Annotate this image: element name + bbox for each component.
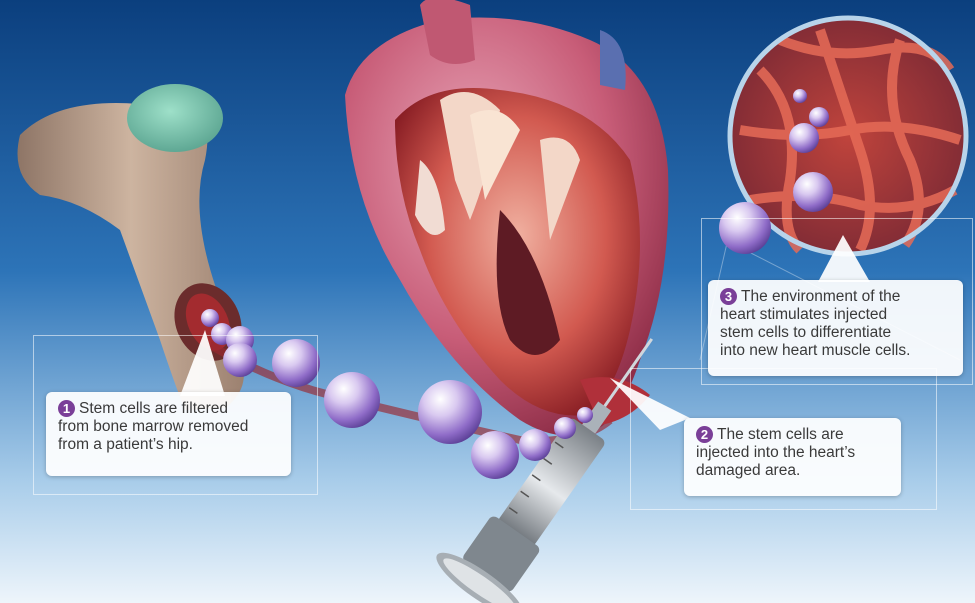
- callout-2-text-2: injected into the heart’s: [696, 444, 891, 462]
- callout-3-text-4: into new heart muscle cells.: [720, 342, 953, 360]
- step-number-2-badge: 2: [696, 426, 713, 443]
- callout-3-text-1: The environment of the: [741, 288, 900, 305]
- callout-3-text-3: stem cells to differentiate: [720, 324, 953, 342]
- callout-1-text-2: from bone marrow removed: [58, 418, 281, 436]
- callout-2-text-1: The stem cells are: [717, 426, 844, 443]
- callout-1-text-3: from a patient’s hip.: [58, 436, 281, 454]
- callout-1-text-1: Stem cells are filtered: [79, 400, 228, 417]
- step-number-1-badge: 1: [58, 400, 75, 417]
- callout-3-text-2: heart stimulates injected: [720, 306, 953, 324]
- step-number-3-badge: 3: [720, 288, 737, 305]
- callout-2-text-3: damaged area.: [696, 462, 891, 480]
